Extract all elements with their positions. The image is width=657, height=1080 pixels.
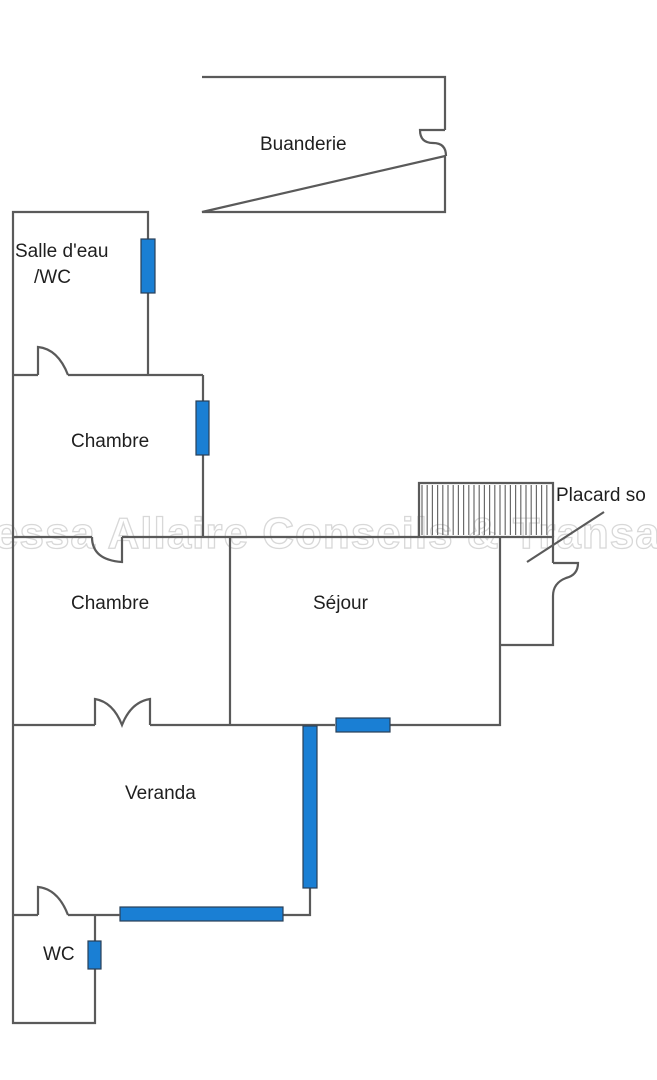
- chambre-1-window: [195, 400, 210, 456]
- veranda-double-door: [93, 697, 152, 729]
- wc-room: WC: [11, 915, 102, 1025]
- veranda-label: Veranda: [125, 783, 196, 804]
- buanderie-room: Buanderie: [201, 75, 448, 214]
- salle-eau-room: Salle d'eau /WC: [11, 210, 156, 375]
- salle-eau-wc-label: /WC: [34, 267, 71, 288]
- veranda-window-bottom: [119, 906, 284, 922]
- veranda-room: Veranda: [11, 725, 318, 922]
- veranda-window-right: [302, 725, 318, 889]
- stairs-hatch: [417, 481, 555, 537]
- salle-eau-door: [36, 345, 70, 376]
- salle-eau-label: Salle d'eau: [15, 241, 108, 262]
- placard-room: Placard so: [500, 485, 646, 647]
- buanderie-door: [418, 128, 448, 157]
- chambre-2-room: Chambre: [11, 537, 232, 725]
- placard-pointer-line: [526, 511, 605, 563]
- placard-door: [551, 561, 580, 597]
- wc-window: [87, 940, 102, 970]
- sejour-room: Séjour: [230, 537, 502, 733]
- watermark-text: essa Allaire Conseils & Transactio: [0, 509, 657, 558]
- wc-door: [36, 885, 70, 916]
- chambre-1-door: [90, 536, 124, 564]
- sejour-label: Séjour: [313, 593, 369, 614]
- buanderie-label: Buanderie: [260, 134, 347, 155]
- wc-label: WC: [43, 944, 75, 965]
- chambre-1-room: Chambre: [11, 375, 210, 537]
- placard-label: Placard so: [556, 485, 646, 506]
- chambre-2-label: Chambre: [71, 593, 149, 614]
- chambre-1-label: Chambre: [71, 431, 149, 452]
- sejour-window: [335, 717, 391, 733]
- salle-eau-window: [140, 238, 156, 294]
